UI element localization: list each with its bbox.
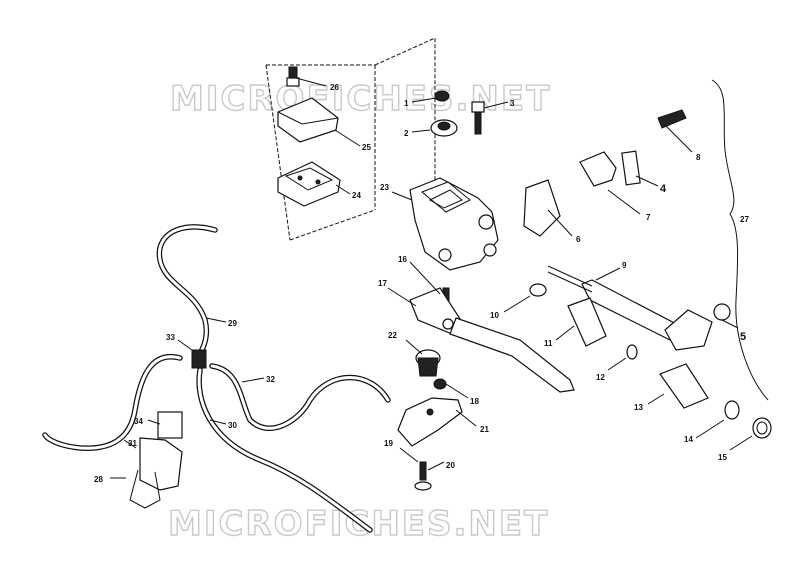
callout-13: 13 xyxy=(634,403,643,412)
callout-29: 29 xyxy=(228,319,237,328)
callout-4: 4 xyxy=(660,183,667,195)
callout-7: 7 xyxy=(646,213,651,222)
brake-lever xyxy=(409,287,575,393)
seal-parts xyxy=(430,90,485,137)
callout-14: 14 xyxy=(684,435,693,444)
callout-10: 10 xyxy=(490,311,499,320)
callout-17: 17 xyxy=(378,279,387,288)
callout-labels: 1 2 3 4 5 6 7 8 9 10 11 12 13 14 15 16 1… xyxy=(94,83,749,484)
callout-28: 28 xyxy=(94,475,103,484)
callout-8: 8 xyxy=(696,153,701,162)
hose-assembly xyxy=(42,224,391,533)
callout-23: 23 xyxy=(380,183,389,192)
throttle-assembly xyxy=(523,109,772,439)
callout-22: 22 xyxy=(388,331,397,340)
callout-31: 31 xyxy=(128,439,137,448)
callout-15: 15 xyxy=(718,453,727,462)
callout-2: 2 xyxy=(404,129,409,138)
brake-switch-parts xyxy=(397,349,463,491)
callout-30: 30 xyxy=(228,421,237,430)
callout-33: 33 xyxy=(166,333,175,342)
callout-1: 1 xyxy=(404,99,409,108)
callout-18: 18 xyxy=(470,397,479,406)
callout-3: 3 xyxy=(510,99,515,108)
leader-lines xyxy=(110,77,769,479)
callout-5: 5 xyxy=(740,331,746,343)
watermark-top: MICROFICHES.NET xyxy=(170,79,551,119)
reservoir-cap-assembly xyxy=(277,66,341,207)
exploded-view-frame xyxy=(265,37,436,241)
callout-16: 16 xyxy=(398,255,407,264)
callout-32: 32 xyxy=(266,375,275,384)
callout-24: 24 xyxy=(352,191,361,200)
callout-21: 21 xyxy=(480,425,489,434)
master-cylinder xyxy=(409,177,499,271)
callout-26: 26 xyxy=(330,83,339,92)
callout-6: 6 xyxy=(576,235,581,244)
callout-20: 20 xyxy=(446,461,455,470)
callout-25: 25 xyxy=(362,143,371,152)
callout-12: 12 xyxy=(596,373,605,382)
callout-9: 9 xyxy=(622,261,627,270)
callout-34: 34 xyxy=(134,417,143,426)
callout-27: 27 xyxy=(740,215,749,224)
callout-11: 11 xyxy=(544,339,553,348)
callout-19: 19 xyxy=(384,439,393,448)
